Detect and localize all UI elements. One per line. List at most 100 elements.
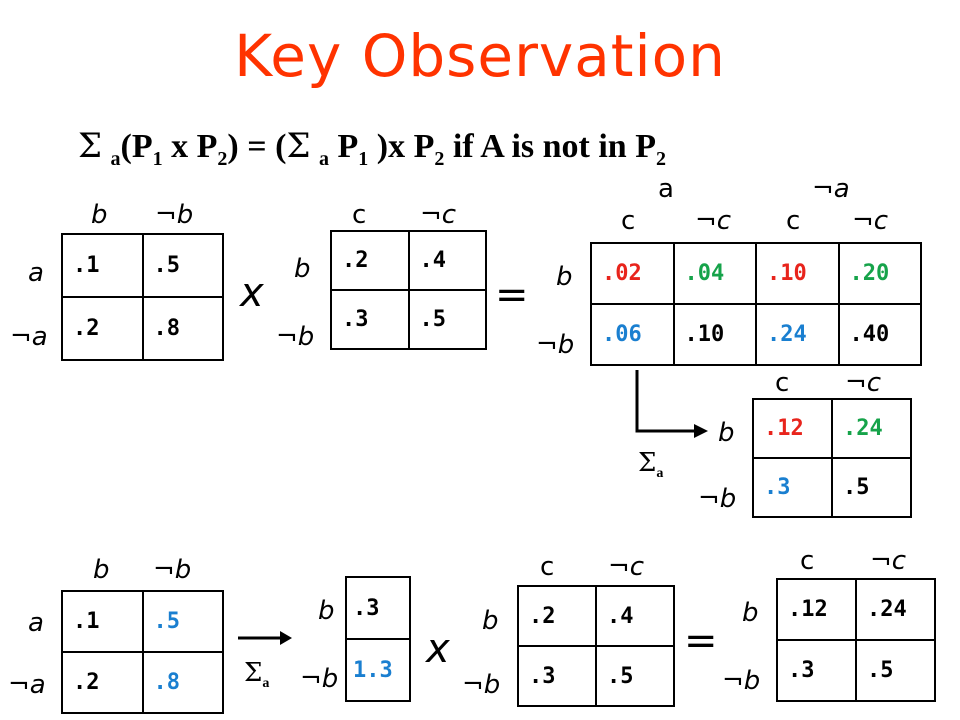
formula-sub-a: a [319,147,329,170]
cell: .8 [141,651,224,714]
slide-title: Key Observation [234,22,726,90]
cell: .4 [595,585,675,647]
sigma-a-label: Σa [244,658,269,692]
cell: .04 [672,242,757,305]
group-label-a: a [658,174,674,204]
cell: .3 [517,645,597,707]
cell: .24 [855,578,936,641]
top-right-table: .02 .04 .10 .20 .06 .10 .24 .40 [590,242,922,366]
cell: .3 [752,457,833,518]
formula-sub-2: 2 [434,147,445,170]
formula-sub-2: 2 [217,147,228,170]
formula: Σ a(P1 x P2) = (Σ a P1 )x P2 if A is not… [78,126,666,171]
sum-arrow [635,370,708,438]
sigma-a-label: Σa [638,448,663,482]
cell: .1 [61,233,144,298]
cell: .5 [141,590,224,653]
cell: .5 [141,233,224,298]
cell: .1 [61,590,144,653]
row-label-not-a: ¬a [8,670,46,700]
cell: .3 [776,639,857,702]
formula-part: x P [162,128,218,165]
cell: .2 [330,230,410,291]
bottom-vector: .3 1.3 [345,576,411,702]
bottom-mid-table: .2.4 .3.5 [517,585,675,707]
sigma-symbol: Σ [638,448,657,478]
cell: .3 [345,576,411,640]
row-label-not-b: ¬b [300,664,339,694]
cell: .2 [61,296,144,361]
summed-table: .12.24 .3.5 [752,398,912,518]
cell: .20 [837,242,922,305]
cell: .5 [595,645,675,707]
col-label-not-c: ¬c [870,546,907,576]
formula-sub-1: 1 [152,147,163,170]
row-label-not-b: ¬b [276,322,315,352]
col-label-not-b: ¬b [155,200,194,230]
row-label-not-b: ¬b [462,670,501,700]
marginalize-arrow [238,631,292,645]
sigma-symbol: Σ [244,658,263,688]
formula-sub-a: a [110,147,121,170]
times-operator: x [426,626,450,672]
col-label-not-c: ¬c [608,552,645,582]
col-label-c: c [775,368,790,398]
formula-part: ) = ( [227,128,287,165]
group-label-not-a: ¬a [812,174,850,204]
col-label-not-c: ¬c [420,200,457,230]
col-label-c: c [352,200,367,230]
bottom-left-table: .1.5 .2.8 [61,590,224,714]
col-label-not-c: ¬c [852,206,889,236]
row-label-b: b [556,262,573,292]
col-label-c: c [786,206,801,236]
row-label-b: b [718,418,735,448]
cell: .2 [517,585,597,647]
row-label-not-b: ¬b [698,484,737,514]
col-label-b: b [91,200,108,230]
cell: .02 [590,242,675,305]
col-label-c: c [800,546,815,576]
top-left-table: .1.5 .2.8 [61,233,224,361]
cell: .5 [855,639,936,702]
col-label-c: c [540,552,555,582]
cell: .12 [776,578,857,641]
col-label-not-b: ¬b [153,555,192,585]
cell: .40 [837,303,922,366]
cell: .3 [330,289,410,350]
col-label-not-c: ¬c [695,206,732,236]
sigma-symbol: Σ [78,126,103,166]
cell: .10 [755,242,840,305]
sigma-sub: a [262,676,270,692]
row-label-a: a [28,608,44,638]
row-label-b: b [294,254,311,284]
formula-part: P [329,128,359,165]
sigma-sub: a [656,466,664,482]
cell: .10 [672,303,757,366]
col-label-b: b [93,555,110,585]
top-mid-table: .2.4 .3.5 [330,230,487,350]
row-label-b: b [482,606,499,636]
col-label-not-c: ¬c [845,368,882,398]
cell: .2 [61,651,144,714]
formula-part: (P [120,128,153,165]
row-label-not-a: ¬a [10,322,48,352]
cell: 1.3 [345,638,411,702]
row-label-not-b: ¬b [722,666,761,696]
cell: .06 [590,303,675,366]
row-label-a: a [28,258,44,288]
row-label-b: b [742,598,759,628]
cell: .8 [141,296,224,361]
cell: .5 [407,289,487,350]
cell: .5 [831,457,912,518]
formula-part: if A is not in P [444,128,656,165]
times-operator: x [240,270,264,316]
equals-operator: = [495,272,529,318]
formula-sub-2: 2 [655,147,666,170]
equals-operator: = [684,618,718,664]
sigma-symbol: Σ [286,126,311,166]
cell: .24 [755,303,840,366]
row-label-not-b: ¬b [536,330,575,360]
row-label-b: b [318,596,335,626]
formula-sub-1: 1 [358,147,369,170]
cell: .12 [752,398,833,459]
